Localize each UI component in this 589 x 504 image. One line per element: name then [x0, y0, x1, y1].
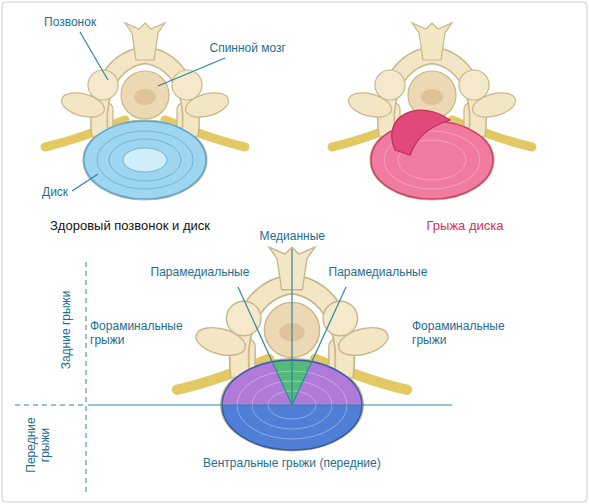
herniated-vertebra-part — [392, 110, 450, 155]
healthy-vertebra-part — [97, 131, 193, 189]
healthy-vertebra-part — [123, 148, 167, 172]
healthy-vertebra-part — [109, 139, 181, 181]
division-lines-part — [86, 262, 87, 495]
leader-lines-part — [72, 174, 98, 191]
zone-label: Фораминальные грыжи — [412, 319, 512, 347]
part-label: Диск — [42, 185, 68, 199]
leader-lines-part — [291, 249, 292, 405]
axis-label: Передние грыжи — [24, 414, 52, 476]
leader-lines-part — [158, 58, 225, 86]
zone-label: Вентральные грыжи (передние) — [203, 456, 381, 470]
part-label: Спинной мозг — [210, 41, 287, 55]
leader-lines-part — [80, 32, 108, 80]
leader-lines-part — [292, 287, 346, 405]
herniated-vertebra-part — [332, 23, 532, 200]
healthy-vertebra-part — [84, 121, 206, 199]
zone-label: Фораминальные грыжи — [90, 319, 190, 347]
part-label: Позвонок — [44, 15, 96, 29]
division-lines — [15, 262, 86, 495]
axis-label: Задние грыжи — [59, 291, 73, 370]
herniated-vertebra-part — [371, 121, 493, 199]
zone-label: Медианные — [260, 229, 325, 243]
figure-caption: Здоровый позвонок и диск — [50, 218, 210, 234]
zone-label: Парамедиальные — [151, 265, 250, 279]
herniated-vertebra — [332, 23, 532, 200]
figure-caption: Грыжа диска — [427, 218, 504, 234]
leader-lines-part — [238, 287, 292, 405]
zone-label: Парамедиальные — [329, 265, 428, 279]
division-lines-part — [15, 405, 86, 406]
leader-lines-part — [88, 404, 452, 405]
